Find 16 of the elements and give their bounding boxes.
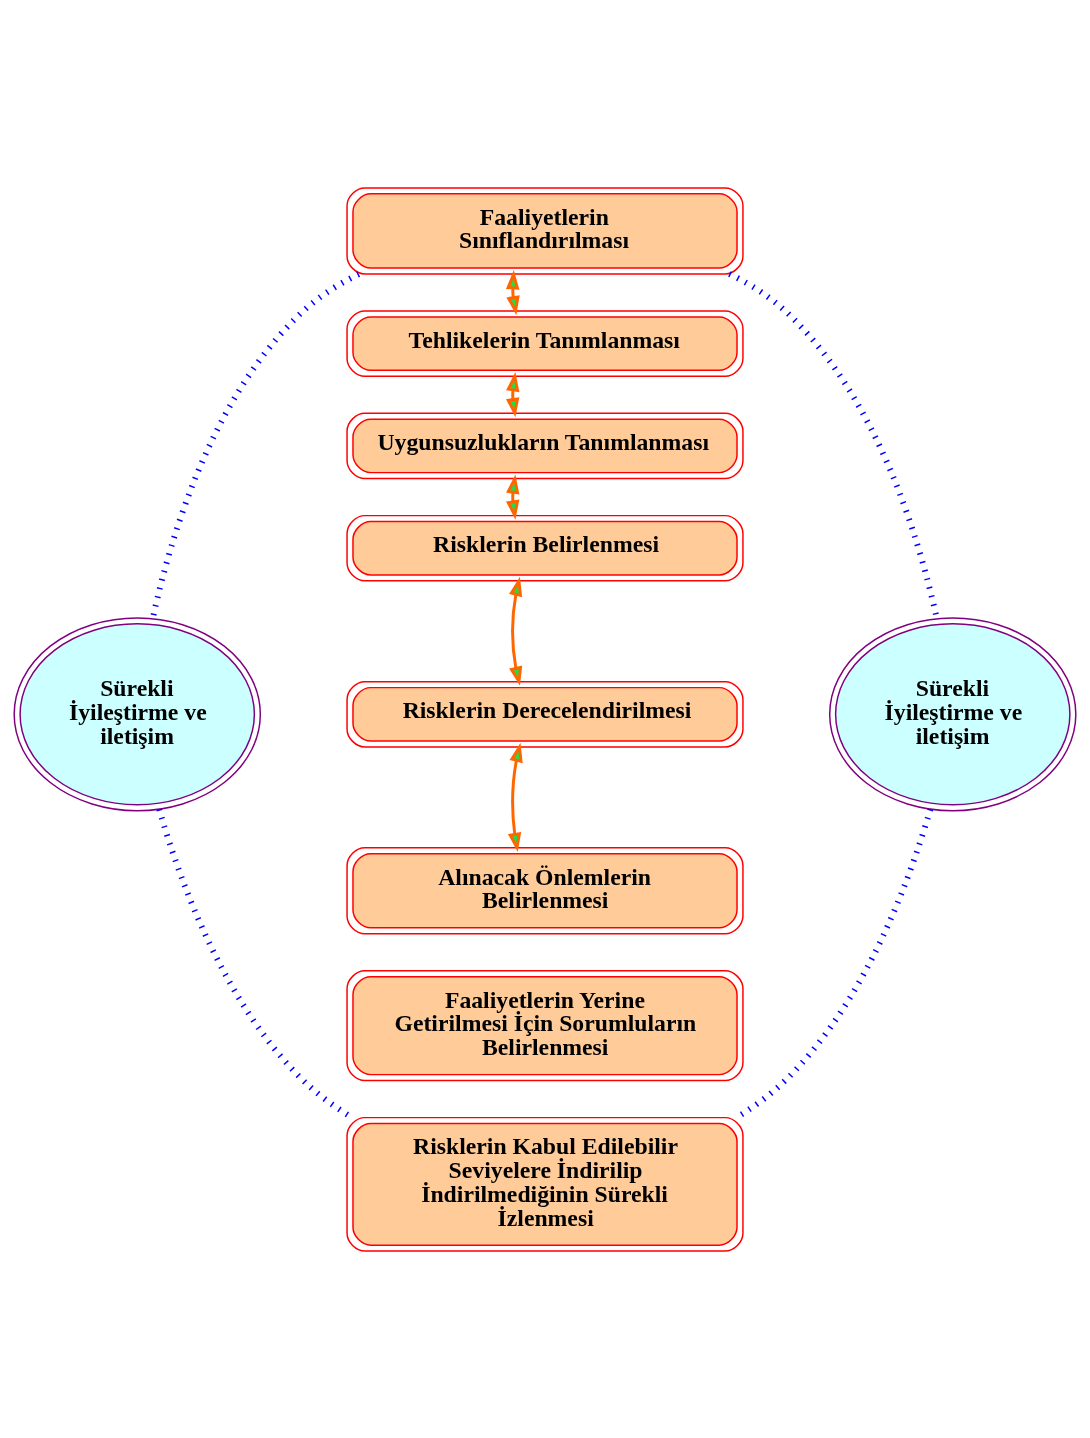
node-box: Faaliyetlerin Sınıflandırılması [346,186,744,275]
connector [149,270,361,619]
arrow [505,269,520,315]
arrow [506,473,520,520]
node-box: Risklerin Belirlenmesi [346,514,744,582]
node-box: Alınacak Önlemlerin Belirlenmesi [346,846,744,934]
arrow [507,742,523,852]
arrow [509,576,523,686]
node-box: Uygunsuzlukların Tanımlanması [346,412,744,479]
node-box: Risklerin Derecelendirilmesi [346,680,744,748]
node-box: Risklerin Kabul Edilebilir Seviyelere İndirilip İndirilmediğinin Sürekli İzlenmesi [346,1116,744,1252]
node-ellipse: Sürekli İyileştirme ve iletişim [13,616,262,811]
arrow [506,371,520,417]
node-box: Tehlikelerin Tanımlanması [346,309,744,377]
node-box: Faaliyetlerin Yerine Getirilmesi İçin Sorumluların Belirlenmesi [346,969,744,1081]
node-ellipse: Sürekli İyileştirme ve iletişim [828,616,1077,811]
